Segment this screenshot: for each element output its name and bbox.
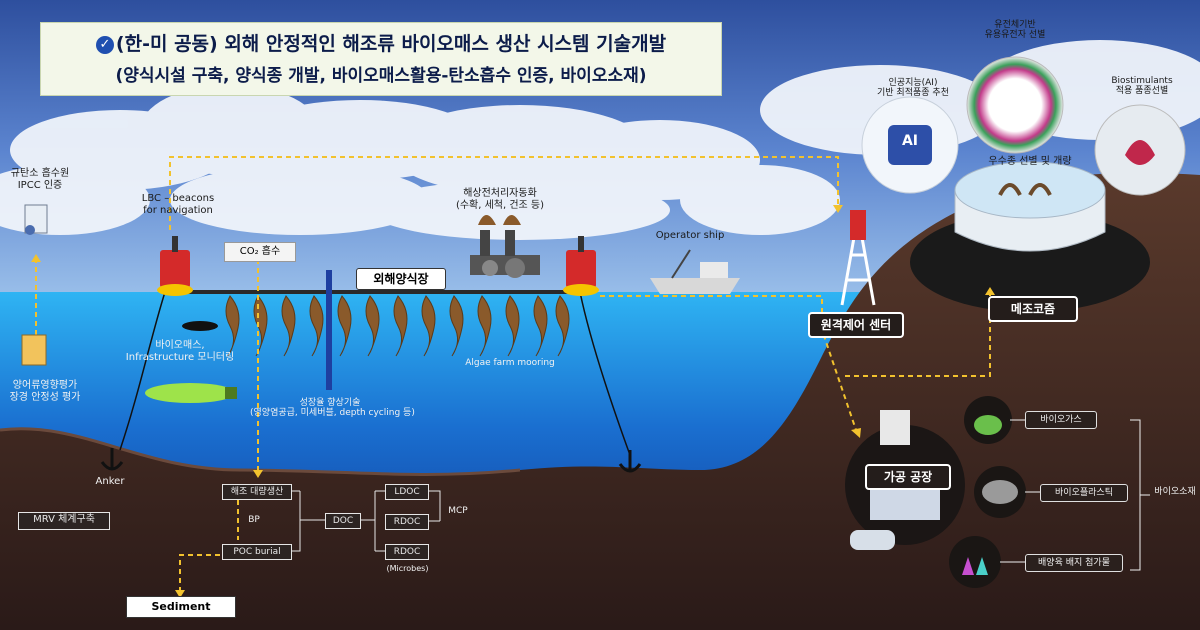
poc-burial-box: POC burial bbox=[222, 544, 292, 560]
operator-ship-label: Operator ship bbox=[655, 230, 725, 241]
rdoc-box-2: RDOC bbox=[385, 544, 429, 560]
remote-control-box: 원격제어 센터 bbox=[808, 312, 904, 338]
rdoc-box-1: RDOC bbox=[385, 514, 429, 530]
farm-name-label: 외해양식장 bbox=[356, 268, 446, 290]
doc-box: DOC bbox=[325, 513, 361, 529]
bioplastic-label: 바이오플라스틱 bbox=[1040, 484, 1128, 502]
biomaterial-label: 바이오소재 bbox=[1154, 487, 1196, 497]
mesocosm-box: 메조코즘 bbox=[988, 296, 1078, 322]
algae-mooring-label: Algae farm mooring bbox=[465, 358, 555, 368]
title-line-2: (양식시설 구축, 양식종 개발, 바이오매스활용-탄소흡수 인증, 바이오소재… bbox=[115, 66, 647, 86]
ldoc-box: LDOC bbox=[385, 484, 429, 500]
lbc-beacons-label: LBC – beacons for navigation bbox=[141, 193, 215, 216]
breeding-label: 우수종 선별 및 개량 bbox=[988, 156, 1072, 167]
checkmark-icon: ✓ bbox=[95, 36, 114, 54]
biostimulants-label: Biostimulants 적용 품종선별 bbox=[1111, 76, 1173, 97]
seaweed-detritus-box: 해조 대량생산 bbox=[222, 484, 292, 500]
mcp-label: MCP bbox=[448, 506, 468, 516]
sediment-box: Sediment bbox=[126, 596, 236, 618]
title-box: ✓(한-미 공동) 외해 안정적인 해조류 바이오매스 생산 시스템 기술개발 … bbox=[40, 22, 722, 96]
anker-label: Anker bbox=[95, 476, 125, 487]
beacon-buoys bbox=[157, 236, 599, 296]
title-line-1: ✓(한-미 공동) 외해 안정적인 해조류 바이오매스 생산 시스템 기술개발 bbox=[41, 29, 721, 56]
automation-label: 해상전처리자동화 (수확, 세척, 건조 등) bbox=[455, 188, 545, 211]
biomass-monitoring-label: 바이오매스, Infrastructure 모니터링 bbox=[125, 340, 235, 363]
ai-selection-label: 인공지능(AI) 기반 최적품종 추천 bbox=[877, 78, 949, 99]
biogas-label: 바이오가스 bbox=[1025, 411, 1097, 429]
carbon-cert-label: 규탄소 흡수원 IPCC 인증 bbox=[10, 168, 70, 191]
processing-plant-box: 가공 공장 bbox=[865, 464, 951, 490]
mrv-box: MRV 체계구축 bbox=[18, 512, 110, 530]
co2-label: CO₂ 흡수 bbox=[224, 242, 296, 262]
title-line-1-text: (한-미 공동) 외해 안정적인 해조류 바이오매스 생산 시스템 기술개발 bbox=[115, 33, 667, 55]
microbes-label: (Microbes) bbox=[386, 564, 429, 573]
ai-chip-icon: AI bbox=[901, 133, 919, 149]
impact-eval-label: 양어류영향평가 장경 안정성 평가 bbox=[9, 380, 81, 403]
growth-tech-label: 성장율 향상기술 (영양염공급, 미세버블, depth cycling 등) bbox=[250, 398, 415, 419]
genetic-selection-label: 유전체기반 유용유전자 선별 bbox=[984, 20, 1046, 41]
bp-label: BP bbox=[248, 515, 260, 525]
media-additive-label: 배양육 배지 첨가물 bbox=[1025, 554, 1123, 572]
